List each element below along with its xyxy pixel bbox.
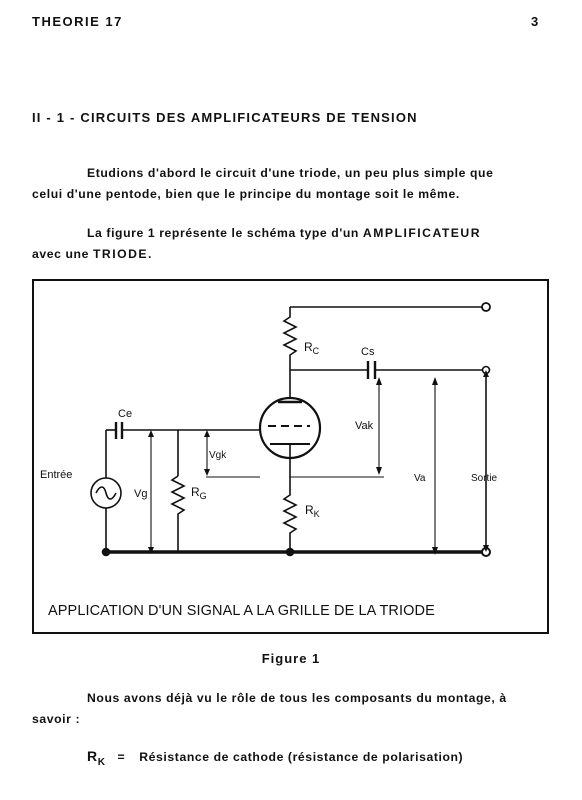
supply-terminal: [481, 302, 491, 312]
rk-label: RK: [305, 503, 320, 519]
triode-amplifier-schematic: RC Cs Ce Vak Vgk Entrée Vg RG RK Va Sort…: [40, 302, 498, 619]
rg-label: RG: [191, 485, 207, 501]
arrow-head-icon: [483, 545, 489, 552]
ground-node: [285, 547, 295, 557]
figure-label: Figure 1: [261, 651, 321, 666]
definition-symbol: RK: [87, 748, 106, 768]
paragraph-components: Nous avons déjà vu le rôle de tous les c…: [32, 688, 552, 730]
cs-label: Cs: [361, 346, 375, 358]
paragraph-figure-ref: La figure 1 représente le schéma type d'…: [32, 223, 552, 265]
text-span: avec une: [32, 247, 93, 261]
vgk-label: Vgk: [209, 450, 227, 461]
arrow-head-icon: [432, 377, 438, 385]
figure-inner-caption: APPLICATION D'UN SIGNAL A LA GRILLE DE L…: [48, 603, 435, 619]
arrow-head-icon: [148, 547, 154, 554]
page-number: 3: [531, 14, 540, 29]
rc-label: RC: [304, 340, 320, 356]
section-title: II - 1 - CIRCUITS DES AMPLIFICATEURS DE …: [32, 110, 418, 125]
arrow-head-icon: [432, 547, 438, 555]
definition-text: Résistance de cathode (résistance de pol…: [139, 750, 464, 764]
vg-label: Vg: [134, 488, 147, 500]
arrow-head-icon: [376, 377, 382, 385]
paragraph-line: celui d'une pentode, bien que le princip…: [32, 187, 460, 201]
sortie-label: Sortie: [471, 473, 498, 484]
entree-label: Entrée: [40, 469, 72, 481]
arrow-head-icon: [376, 467, 382, 475]
emphasis-text: AMPLIFICATEUR: [362, 226, 482, 240]
arrow-head-icon: [204, 430, 210, 437]
rc-resistor: [282, 307, 298, 369]
symbol-main: R: [87, 748, 98, 764]
rg-resistor: [170, 475, 186, 552]
definition-rk: RK = Résistance de cathode (résistance d…: [87, 746, 463, 769]
figure-frame: RC Cs Ce Vak Vgk Entrée Vg RG RK Va Sort…: [32, 279, 549, 634]
va-label: Va: [414, 473, 426, 484]
paragraph-line: Nous avons déjà vu le rôle de tous les c…: [87, 691, 507, 705]
ground-node: [101, 547, 111, 557]
symbol-subscript: K: [97, 757, 106, 768]
arrow-head-icon: [483, 370, 489, 377]
arrow-head-icon: [204, 469, 210, 476]
paragraph-intro: Etudions d'abord le circuit d'une triode…: [32, 163, 552, 205]
running-header: THEORIE 17: [32, 14, 123, 29]
text-span: La figure 1 représente le schéma type d'…: [87, 226, 363, 240]
definition-equals: =: [117, 750, 126, 764]
paragraph-line: avec une TRIODE.: [32, 244, 552, 265]
arrow-head-icon: [148, 430, 154, 437]
ce-label: Ce: [118, 408, 132, 420]
paragraph-line: savoir :: [32, 712, 81, 726]
rk-resistor: [282, 486, 298, 551]
emphasis-text: TRIODE: [92, 247, 148, 261]
vak-label: Vak: [355, 420, 374, 432]
paragraph-line: La figure 1 représente le schéma type d'…: [32, 223, 552, 244]
text-span: .: [148, 247, 152, 261]
sine-wave-icon: [95, 486, 117, 500]
paragraph-line: Etudions d'abord le circuit d'une triode…: [87, 166, 494, 180]
